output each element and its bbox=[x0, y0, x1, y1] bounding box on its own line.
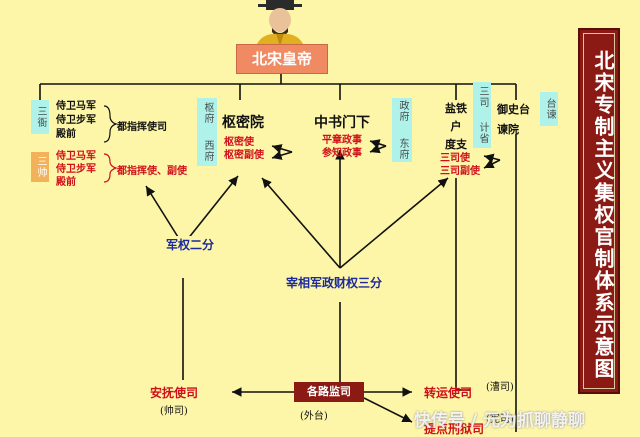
title-panel: 北宋专制主义集权官制体系示意图 bbox=[578, 28, 620, 394]
sansi-side-label: 三司 bbox=[477, 85, 488, 108]
sansi-item: 盐铁 bbox=[445, 102, 467, 115]
red-guards-list: 侍卫马军 侍卫步军 殿前 bbox=[56, 150, 96, 189]
red-bracket-label: 都指挥使、副使 bbox=[117, 166, 187, 177]
sanya-label: 三衙 bbox=[31, 100, 49, 134]
emperor-box: 北宋皇帝 bbox=[236, 44, 328, 74]
tixing-note: (宪司) bbox=[486, 414, 514, 425]
zhongshu-officer: 平章政事 bbox=[322, 135, 362, 146]
shumi-side-label-2: 西府 bbox=[202, 140, 213, 163]
red-guard-item: 殿前 bbox=[56, 177, 76, 188]
sansi-items: 盐铁 户 度支 bbox=[442, 100, 470, 154]
shumi-name: 枢密院 bbox=[222, 115, 264, 131]
zhuanyun-label: 转运使司 bbox=[424, 386, 473, 400]
sansi-officers: 三司使 三司副使 bbox=[440, 152, 480, 178]
sansi-side-label-2: 计省 bbox=[477, 122, 488, 145]
censor-item: 谏院 bbox=[497, 123, 519, 136]
sansi-item: 户 bbox=[450, 120, 462, 133]
guard-item: 殿前 bbox=[56, 129, 76, 140]
red-guard-item: 侍卫马军 bbox=[56, 151, 96, 162]
censor-items: 御史台 谏院 bbox=[497, 100, 530, 140]
shumi-officer: 枢密副使 bbox=[224, 150, 264, 161]
censor-label: 台谏 bbox=[540, 92, 558, 126]
diagram-title: 北宋专制主义集权官制体系示意图 bbox=[583, 33, 615, 389]
zhongshu-side-labels: 政府 东府 bbox=[392, 98, 412, 162]
red-guard-item: 侍卫步军 bbox=[56, 164, 96, 175]
sansi-item: 度支 bbox=[445, 138, 467, 151]
anfu-label: 安抚使司 bbox=[150, 386, 199, 400]
sansi-officer: 三司副使 bbox=[440, 166, 480, 177]
watermark: 快传号 / 元为抓聊静聊 bbox=[414, 411, 586, 431]
zhongshu-side-label-2: 东府 bbox=[397, 138, 408, 161]
sansi-officer: 三司使 bbox=[440, 153, 470, 164]
guard-item: 侍卫步军 bbox=[56, 115, 96, 126]
zhuanyun-note: (漕司) bbox=[486, 382, 514, 393]
zhongshu-side-label-1: 政府 bbox=[397, 99, 408, 122]
shumi-officers: 枢密使 枢密副使 bbox=[224, 136, 264, 162]
sansi-side-labels: 三司 计省 bbox=[473, 82, 491, 148]
circuit-note: (外台) bbox=[300, 411, 328, 422]
zhongshu-officer: 参知政事 bbox=[322, 148, 362, 159]
sanshuai-label: 三帅 bbox=[31, 152, 49, 182]
guards-list: 侍卫马军 侍卫步军 殿前 bbox=[56, 100, 96, 142]
power-split-label: 宰相军政财权三分 bbox=[284, 274, 385, 291]
shumi-side-label-1: 枢府 bbox=[202, 101, 213, 124]
zhongshu-officers: 平章政事 参知政事 bbox=[322, 134, 362, 160]
guard-item: 侍卫马军 bbox=[56, 101, 96, 112]
emperor-portrait bbox=[256, 0, 304, 46]
military-split-label: 军权二分 bbox=[164, 236, 217, 253]
shumi-side-labels: 枢府 西府 bbox=[197, 98, 217, 166]
circuit-box: 各路监司 bbox=[294, 382, 364, 402]
anfu-note: (帅司) bbox=[160, 406, 188, 417]
guards-bracket-label: 都指挥使司 bbox=[117, 122, 167, 133]
shumi-officer: 枢密使 bbox=[224, 137, 254, 148]
censor-item: 御史台 bbox=[497, 103, 530, 116]
zhongshu-name: 中书门下 bbox=[314, 115, 370, 131]
